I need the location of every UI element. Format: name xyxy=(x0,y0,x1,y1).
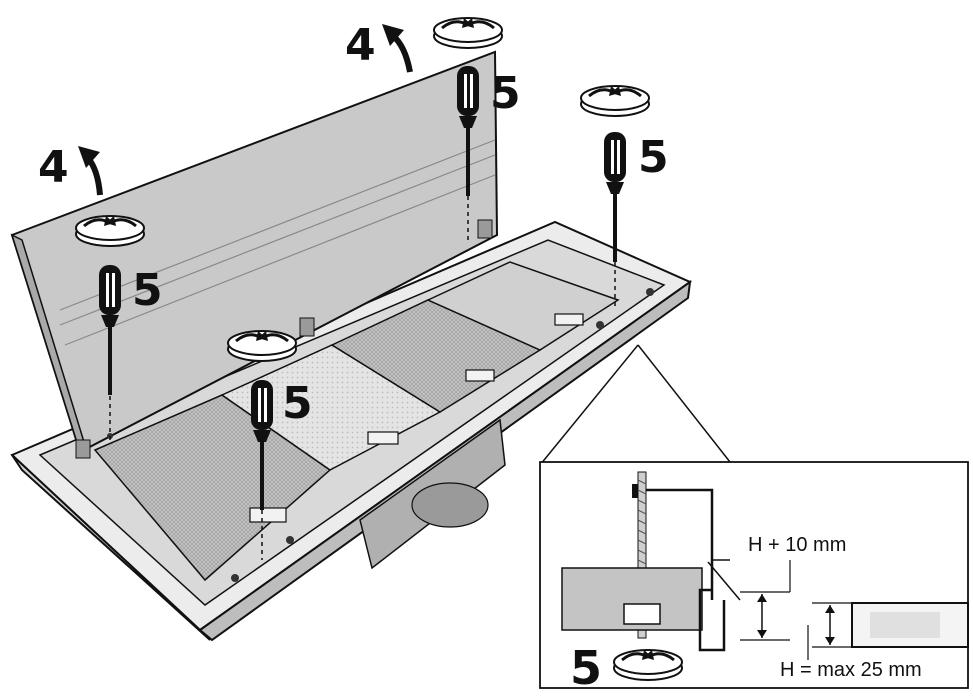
step-5-label-c: 5 xyxy=(490,68,521,119)
step-4-label-top: 4 xyxy=(345,20,376,71)
rotate-arrow-icon xyxy=(579,84,651,118)
step-5-label-b: 5 xyxy=(282,378,313,429)
detail-view: 5 H + 10 mm H = max 25 mm xyxy=(539,461,969,695)
filter-handle xyxy=(465,369,495,382)
rotate-arrow-icon xyxy=(226,329,298,363)
detail-step-5-label: 5 xyxy=(570,641,602,692)
filter-handle xyxy=(554,313,584,326)
rotate-arrow-icon xyxy=(612,648,684,682)
step-4-label-left: 4 xyxy=(38,142,69,193)
step-5-label-d: 5 xyxy=(638,132,669,183)
lift-arrow-icon xyxy=(382,24,413,73)
screwdriver-icon xyxy=(604,132,626,262)
filter-handle xyxy=(249,507,287,523)
dimension-h-plus-10: H + 10 mm xyxy=(748,534,846,556)
dimension-h-max-25: H = max 25 mm xyxy=(780,659,922,681)
rotate-arrow-icon xyxy=(74,214,146,248)
rotate-arrow-icon xyxy=(432,16,504,50)
lift-arrow-icon xyxy=(78,146,103,196)
filter-4 xyxy=(426,261,620,351)
grease-filters xyxy=(93,261,620,582)
filter-handle xyxy=(367,431,399,445)
step-5-label-a: 5 xyxy=(132,265,163,316)
hood-lid-open xyxy=(10,50,499,459)
callout-lines xyxy=(539,344,731,466)
